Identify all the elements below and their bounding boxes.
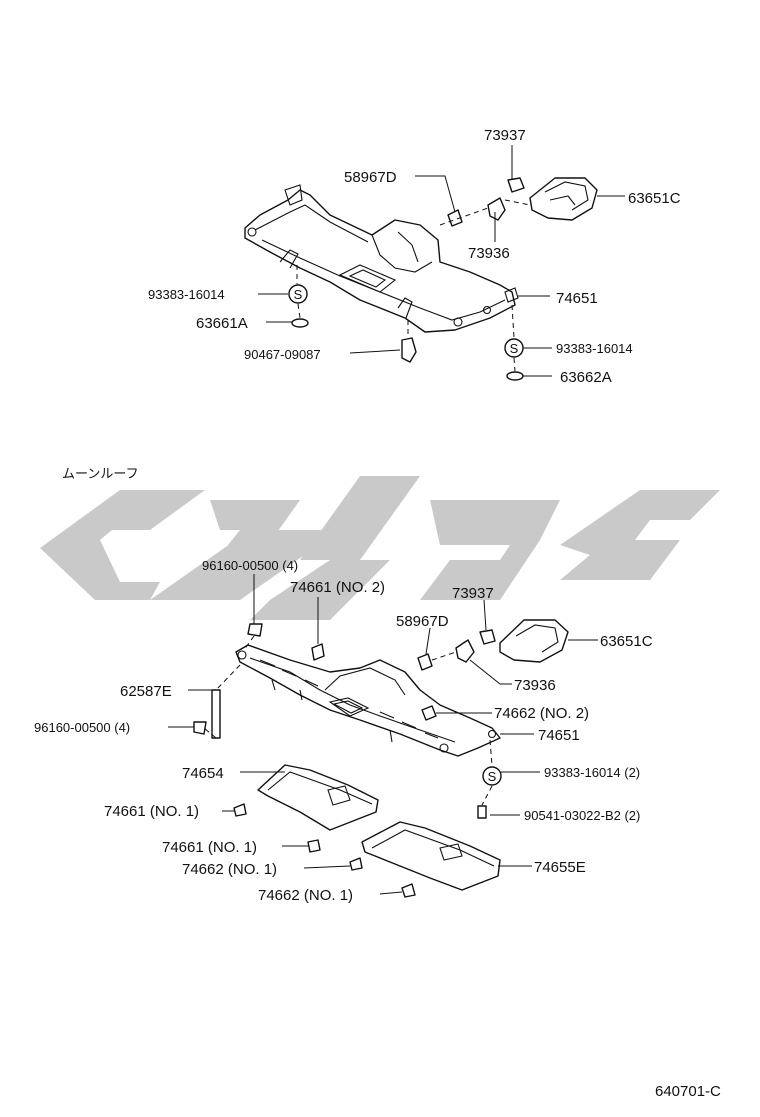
label-96160-top: 96160-00500 (4) (202, 558, 298, 573)
label-58967d-upper: 58967D (344, 169, 397, 186)
label-74662-no1-b: 74662 (NO. 1) (258, 887, 353, 904)
label-74661-no1-a: 74661 (NO. 1) (104, 803, 199, 820)
label-74651-upper: 74651 (556, 290, 598, 307)
screw-90541 (477, 805, 487, 819)
bolt-90467-09087 (401, 337, 417, 363)
label-74662-no2: 74662 (NO. 2) (494, 705, 589, 722)
label-63662a: 63662A (560, 369, 612, 386)
s-symbol: S (510, 341, 519, 356)
s-symbol: S (294, 287, 303, 302)
clip-74661-no2 (311, 643, 325, 661)
label-74654: 74654 (182, 765, 224, 782)
label-90541: 90541-03022-B2 (2) (524, 808, 640, 823)
clip-74661-no1-a (233, 803, 247, 817)
label-96160-left: 96160-00500 (4) (34, 720, 130, 735)
label-62587e: 62587E (120, 683, 172, 700)
label-74651-lower: 74651 (538, 727, 580, 744)
clip-96160-left (193, 721, 207, 735)
label-90467-09087: 90467-09087 (244, 347, 321, 362)
lower-tray-74651 (235, 644, 501, 757)
label-58967d-lower: 58967D (396, 613, 449, 630)
label-73936-lower: 73936 (514, 677, 556, 694)
rod-62587e (211, 689, 221, 739)
upper-tray-74651 (244, 189, 516, 333)
panel-74655e (361, 821, 501, 891)
grommet-63662a (506, 371, 524, 381)
lower-assembly: S 96160-00500 (4) 74661 (NO. 2) 73937 58… (34, 558, 653, 904)
clip-73937-upper (507, 177, 525, 193)
label-63651c-lower: 63651C (600, 633, 653, 650)
clip-74662-no1-a (349, 857, 363, 871)
label-73937-upper: 73937 (484, 127, 526, 144)
clip-73937-lower (479, 629, 496, 645)
label-74655e: 74655E (534, 859, 586, 876)
label-73937-lower: 73937 (452, 585, 494, 602)
grommet-63661a (291, 318, 309, 328)
clip-74662-no2 (421, 705, 437, 721)
label-63661a: 63661A (196, 315, 248, 332)
label-63651c-upper: 63651C (628, 190, 681, 207)
label-74661-no2: 74661 (NO. 2) (290, 579, 385, 596)
label-93383-right-upper: 93383-16014 (556, 341, 633, 356)
watermark-logo (40, 476, 720, 620)
clip-74661-no1-b (307, 839, 321, 853)
clip-58967d-lower (417, 653, 433, 671)
panel-74654 (257, 764, 379, 831)
clip-74662-no1-b (401, 883, 416, 898)
clip-96160-top (247, 623, 263, 637)
label-93383-left-upper: 93383-16014 (148, 287, 225, 302)
label-73936-upper: 73936 (468, 245, 510, 262)
upper-assembly: S S 73937 58967D 63651C 73936 74651 9338… (148, 127, 681, 386)
label-93383-lower: 93383-16014 (2) (544, 765, 640, 780)
bracket-73936-upper (487, 197, 506, 221)
s-clip-left-upper (288, 284, 308, 304)
label-74661-no1-b: 74661 (NO. 1) (162, 839, 257, 856)
label-74662-no1-a: 74662 (NO. 1) (182, 861, 277, 878)
cover-63651c-lower (499, 619, 569, 663)
s-symbol: S (488, 769, 497, 784)
bracket-73936-lower (455, 639, 475, 663)
section-note-moonroof: ムーンルーフ (62, 466, 139, 481)
cover-63651c-upper (529, 177, 598, 221)
figure-code: 640701-C (655, 1083, 721, 1100)
s-clip-lower (482, 766, 502, 786)
